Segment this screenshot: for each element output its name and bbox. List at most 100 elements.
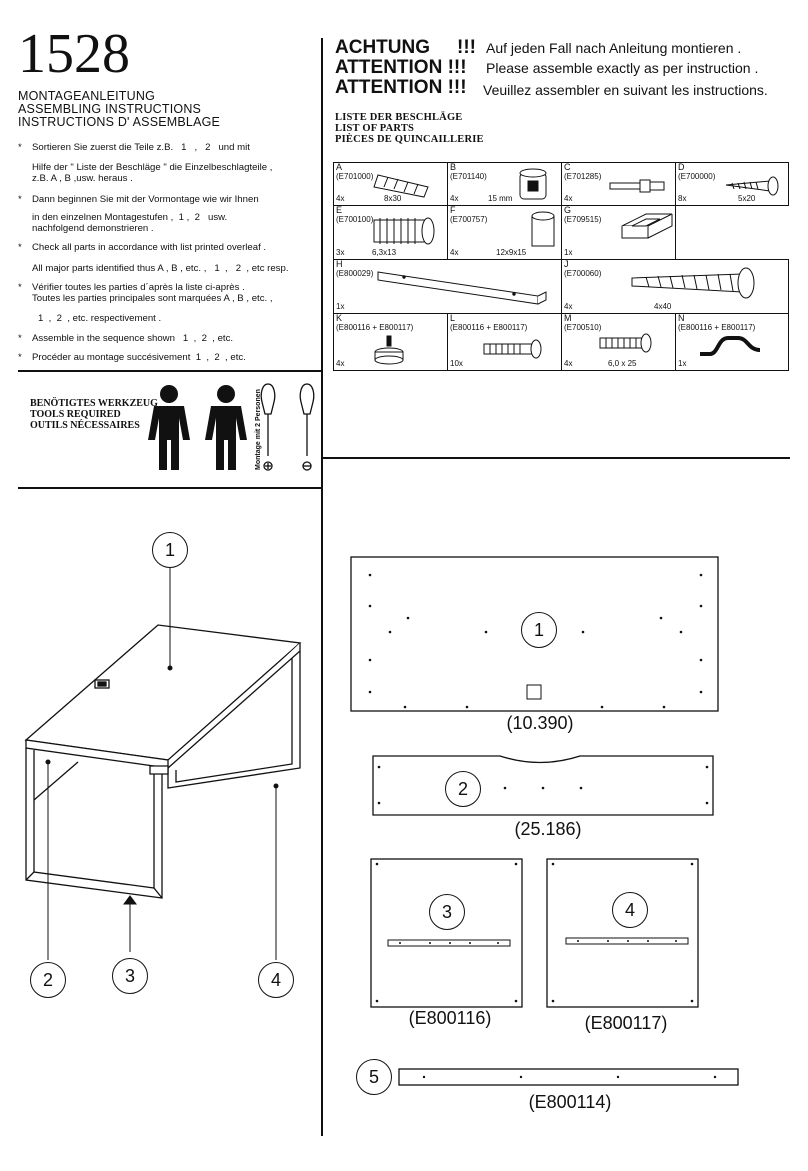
panel-5-code: (E800114) — [528, 1092, 612, 1112]
part-cell-d: D (E700000) 8x 5x20 — [675, 162, 789, 206]
part-qty: 8x — [678, 194, 687, 203]
part-code: (E800116 + E800117) — [450, 323, 528, 332]
part-size: 6,3x13 — [372, 248, 397, 257]
part-code: (E709515) — [564, 215, 602, 224]
panel-5-drawing — [398, 1068, 739, 1086]
part-qty: 4x — [564, 302, 573, 311]
parts-grid: A (E701000) 4x 8x30 B (E701140) 4x 15 mm… — [333, 162, 789, 371]
machine-bolt-icon — [599, 333, 652, 353]
part-code: (E800116 + E800117) — [678, 323, 756, 332]
warning-text-fr: Veuillez assembler en suivant les instru… — [483, 82, 768, 98]
part-cell-j: J (E700060) 4x 4x40 — [561, 259, 789, 314]
screwdriver-flat-icon — [299, 383, 315, 471]
part-qty: 3x — [336, 248, 345, 257]
bullet-star: * — [18, 242, 22, 253]
part-letter: G — [564, 205, 572, 215]
instruction-line: z.B. A , B ,usw. heraus . — [32, 173, 133, 184]
instruction-line: Procéder au montage succésivement 1 , 2 … — [32, 352, 246, 363]
warning-marks-de: !!! — [457, 37, 476, 58]
assembled-desk-illustration — [24, 568, 302, 960]
part-letter: A — [336, 162, 343, 172]
part-cell-n: N (E800116 + E800117) 1x — [675, 313, 789, 371]
warning-word-de: ACHTUNG — [335, 37, 430, 58]
part-letter: M — [564, 313, 572, 323]
connector-bolt-icon — [483, 339, 542, 359]
leveling-foot-icon — [374, 335, 404, 365]
screwdriver-phillips-icon — [260, 383, 276, 471]
part-qty: 4x — [564, 194, 573, 203]
person-icon — [205, 385, 247, 470]
cable-grommet-icon — [621, 213, 673, 239]
part-letter: F — [450, 205, 456, 215]
part-cell-c: C (E701285) 4x — [561, 162, 676, 206]
part-cell-a: A (E701000) 4x 8x30 — [333, 162, 448, 206]
panel-4-drawing — [546, 858, 699, 1008]
part-code: (E700510) — [564, 323, 602, 332]
instruction-line: Toutes les parties principales sont marq… — [32, 293, 273, 304]
bullet-star: * — [18, 194, 22, 205]
cam-bolt-icon — [609, 179, 665, 193]
instruction-line: in den einzelnen Montagestufen , 1 , 2 u… — [32, 212, 228, 223]
panel-3-number: 3 — [429, 894, 465, 930]
instruction-line: Sortieren Sie zuerst die Teile z.B. 1 , … — [32, 142, 250, 153]
instruction-line: 1 , 2 , etc. respectivement . — [38, 313, 162, 324]
part-size: 6,0 x 25 — [608, 359, 637, 368]
instruction-line: Hilfe der " Liste der Beschläge " die Ei… — [32, 162, 273, 173]
parts-heading-fr: PIÈCES DE QUINCAILLERIE — [335, 134, 484, 145]
instruction-line: nachfolgend demonstrieren . — [32, 223, 154, 234]
part-letter: D — [678, 162, 685, 172]
panel-2-code: (25.186) — [514, 819, 582, 839]
warning-text-de: Auf jeden Fall nach Anleitung montieren … — [486, 40, 742, 56]
bullet-star: * — [18, 282, 22, 293]
part-code: (E800116 + E800117) — [336, 323, 414, 332]
divider-parts — [322, 457, 790, 459]
plastic-plug-icon — [373, 217, 435, 245]
part-letter: N — [678, 313, 685, 323]
title-de: MONTAGEANLEITUNG — [18, 89, 156, 103]
panel-1-number: 1 — [521, 612, 557, 648]
part-qty: 4x — [450, 194, 459, 203]
tools-illustration — [148, 383, 315, 471]
part-qty: 10x — [450, 359, 463, 368]
callout-1: 1 — [152, 532, 188, 568]
divider-tools — [18, 487, 322, 489]
part-code: (E700000) — [678, 172, 716, 181]
instruction-line: Dann beginnen Sie mit der Vormontage wie… — [32, 194, 259, 205]
part-letter: E — [336, 205, 343, 215]
part-letter: L — [450, 313, 456, 323]
part-code: (E800029) — [336, 269, 374, 278]
cable-tray-icon — [377, 271, 547, 305]
instruction-block: * Sortieren Sie zuerst die Teile z.B. 1 … — [18, 142, 318, 367]
part-letter: K — [336, 313, 343, 323]
part-letter: B — [450, 162, 457, 172]
allen-key-icon — [700, 336, 761, 356]
part-qty: 4x — [564, 359, 573, 368]
part-cell-b: B (E701140) 4x 15 mm — [447, 162, 562, 206]
part-qty: 4x — [450, 248, 459, 257]
panel-4-code: (E800117) — [584, 1013, 668, 1033]
warning-word-en: ATTENTION !!! — [335, 57, 467, 78]
part-cell-e: E (E700100) 3x 6,3x13 — [333, 205, 448, 260]
panel-1-code: (10.390) — [506, 713, 574, 733]
part-qty: 1x — [678, 359, 687, 368]
panel-5-number: 5 — [356, 1059, 392, 1095]
part-letter: H — [336, 259, 343, 269]
screw-icon — [725, 176, 779, 196]
title-fr: INSTRUCTIONS D' ASSEMBLAGE — [18, 115, 221, 129]
part-size: 4x40 — [654, 302, 672, 311]
wood-screw-icon — [631, 267, 755, 299]
part-cell-k: K (E800116 + E800117) 4x — [333, 313, 448, 371]
part-letter: J — [564, 259, 569, 269]
part-cell-m: M (E700510) 4x 6,0 x 25 — [561, 313, 676, 371]
panel-2-drawing — [372, 755, 714, 816]
callout-4: 4 — [258, 962, 294, 998]
instruction-line: All major parts identified thus A , B , … — [32, 263, 289, 274]
instruction-line: Assemble in the sequence shown 1 , 2 , e… — [32, 333, 234, 344]
bullet-star: * — [18, 352, 22, 363]
part-code: (E701140) — [450, 172, 487, 181]
part-qty: 1x — [336, 302, 345, 311]
dowel-icon — [373, 174, 429, 198]
part-size: 8x30 — [384, 194, 402, 203]
instruction-line: Vérifier toutes les parties d´après la l… — [32, 282, 245, 293]
spacer-icon — [531, 211, 555, 247]
